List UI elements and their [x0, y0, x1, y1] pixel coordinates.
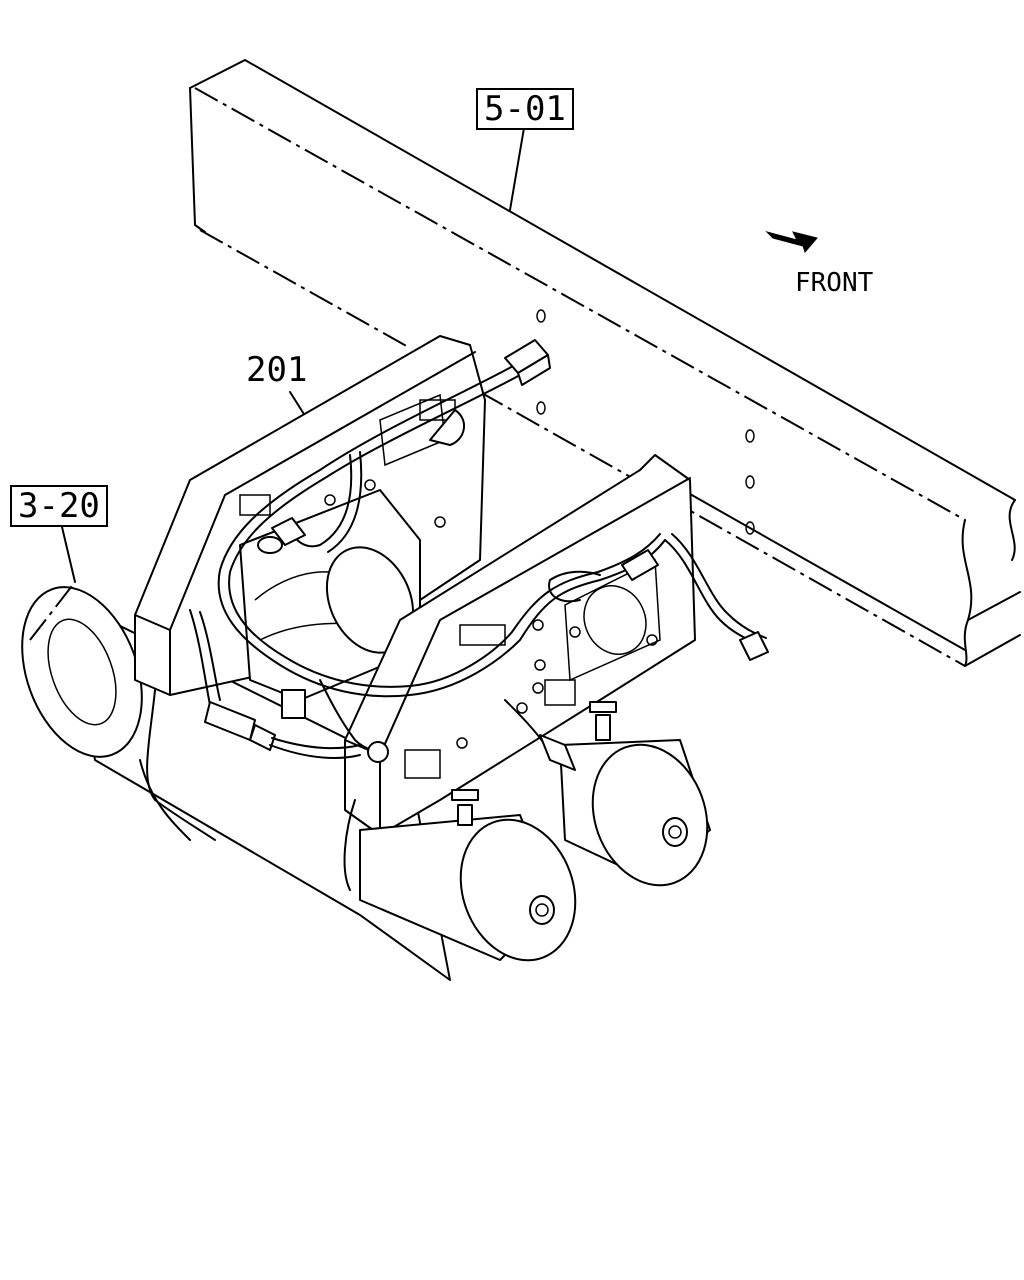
air-tank	[21, 581, 451, 981]
callout-201[interactable]: 201	[246, 350, 308, 390]
front-direction: FRONT	[765, 222, 895, 302]
front-arrow-icon	[765, 231, 818, 253]
callout-3-20[interactable]: 3-20	[10, 485, 108, 527]
pipes	[146, 609, 576, 891]
callout-5-01[interactable]: 5-01	[476, 88, 574, 130]
leader-5-01	[509, 127, 525, 211]
cylinder-right	[559, 701, 711, 887]
front-label: FRONT	[795, 268, 874, 298]
frame-rail	[189, 59, 1021, 667]
leader-3-20	[61, 526, 76, 583]
cylinder-left	[359, 789, 577, 962]
wiring-harness	[217, 339, 769, 763]
